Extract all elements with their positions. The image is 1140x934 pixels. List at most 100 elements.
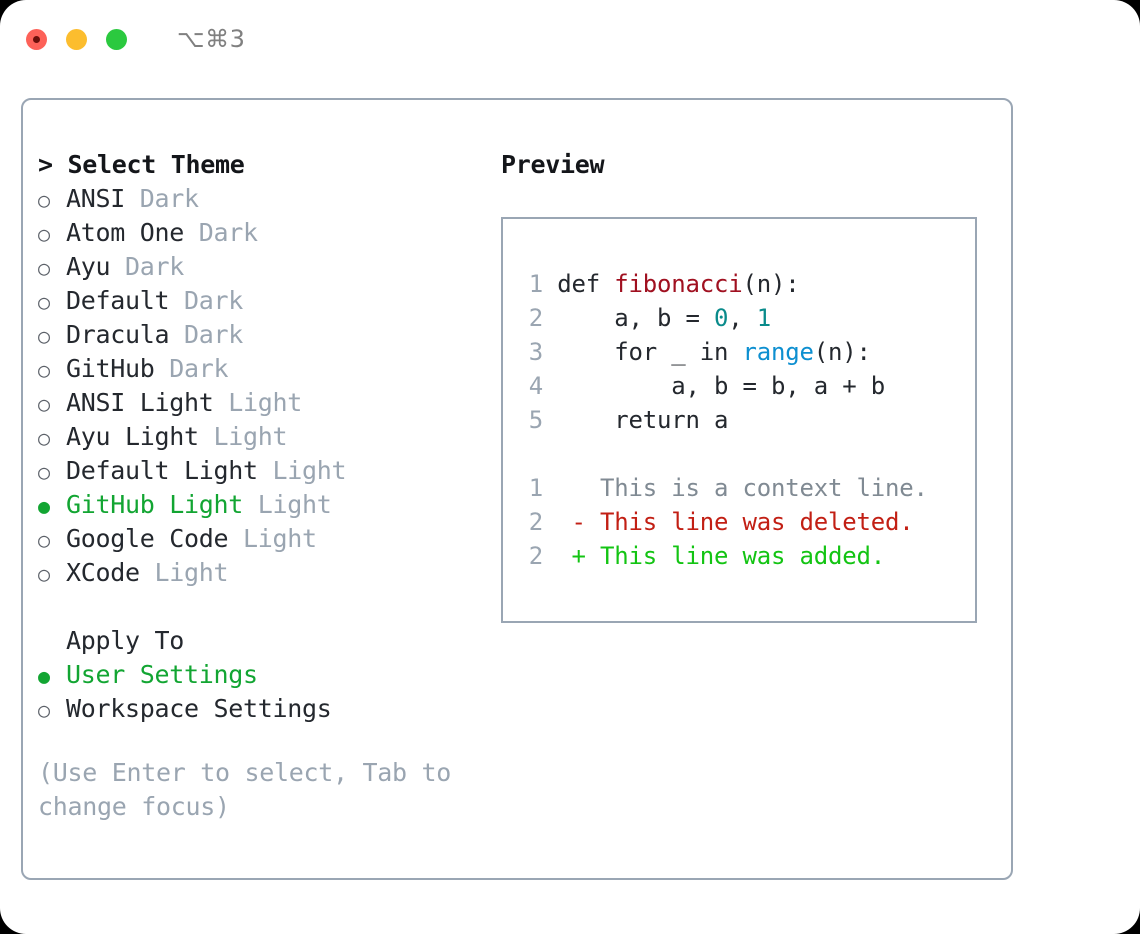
- theme-option-list: ○ANSI Dark○Atom One Dark○Ayu Dark○Defaul…: [38, 182, 498, 590]
- theme-option-kind: Light: [257, 456, 347, 485]
- code-line: 4 a, b = b, a + b: [521, 369, 975, 403]
- theme-option-label: Atom One: [66, 218, 185, 247]
- code-token: def: [557, 270, 615, 298]
- theme-option-label: Google Code: [66, 524, 229, 553]
- theme-option-label: GitHub Light: [66, 490, 244, 519]
- radio-unselected-icon: ○: [38, 426, 50, 450]
- apply-to-option-user-settings[interactable]: ● User Settings: [38, 658, 498, 692]
- code-token: 1: [756, 304, 771, 332]
- code-token: return a: [557, 406, 729, 434]
- theme-option-kind: Light: [243, 490, 332, 519]
- radio-unselected-icon: ○: [38, 528, 50, 552]
- list-spacer: [38, 590, 498, 624]
- radio-unselected-icon: ○: [38, 392, 50, 416]
- apply-to-option-label: Workspace Settings: [66, 694, 332, 723]
- apply-to-option-workspace-settings[interactable]: ○ Workspace Settings: [38, 692, 498, 726]
- radio-unselected-icon: ○: [38, 222, 50, 246]
- theme-option-github-light[interactable]: ● GitHub Light Light: [38, 488, 498, 522]
- code-line-number: 1: [528, 270, 543, 298]
- diff-line-text: + This line was added.: [543, 542, 885, 570]
- code-token: (n):: [742, 270, 800, 298]
- diff-sample: 1 This is a context line.2 - This line w…: [521, 471, 975, 573]
- radio-unselected-icon: ○: [38, 460, 50, 484]
- theme-option-default-light[interactable]: ○ Default Light Light: [38, 454, 498, 488]
- keyboard-hint-text: (Use Enter to select, Tab to change focu…: [38, 758, 452, 821]
- theme-option-kind: Light: [198, 422, 288, 451]
- theme-option-label: Default: [66, 286, 170, 315]
- code-line-number: 2: [528, 304, 543, 332]
- theme-option-kind: Dark: [184, 218, 258, 247]
- keyboard-shortcut-label: ⌥⌘3: [177, 25, 246, 53]
- code-token: (n):: [813, 338, 871, 366]
- apply-to-option-list: ● User Settings ○ Workspace Settings: [38, 658, 498, 726]
- diff-line-number: 2: [528, 508, 543, 536]
- theme-option-kind: Light: [213, 388, 303, 417]
- theme-option-default[interactable]: ○ Default Dark: [38, 284, 498, 318]
- radio-unselected-icon: ○: [38, 698, 50, 722]
- theme-option-kind: Dark: [110, 252, 185, 281]
- code-token: fibonacci: [614, 270, 743, 298]
- preview-heading: Preview: [501, 150, 605, 179]
- theme-option-ayu-light[interactable]: ○ Ayu Light Light: [38, 420, 498, 454]
- apply-to-option-label: User Settings: [66, 660, 258, 689]
- close-button-icon[interactable]: [26, 28, 47, 50]
- theme-option-kind: Light: [139, 558, 229, 587]
- theme-option-kind: Dark: [125, 184, 199, 213]
- code-token: for _ in: [557, 338, 743, 366]
- theme-option-dracula[interactable]: ○Dracula Dark: [38, 318, 498, 352]
- main-panel: > Select Theme ○ANSI Dark○Atom One Dark○…: [21, 98, 1013, 880]
- theme-option-ansi[interactable]: ○ANSI Dark: [38, 182, 498, 216]
- select-theme-heading: > Select Theme: [38, 150, 245, 179]
- window-controls: [26, 28, 127, 50]
- zoom-button-icon[interactable]: [106, 28, 127, 50]
- radio-unselected-icon: ○: [38, 562, 50, 586]
- apply-to-heading: Apply To: [66, 626, 185, 655]
- title-bar: ⌥⌘3: [0, 0, 1140, 78]
- code-token: a, b =: [557, 304, 714, 332]
- theme-option-kind: Dark: [169, 286, 244, 315]
- code-line: 5 return a: [521, 403, 975, 437]
- minimize-button-icon[interactable]: [66, 28, 87, 50]
- theme-option-kind: Light: [228, 524, 317, 553]
- radio-unselected-icon: ○: [38, 324, 50, 348]
- theme-option-ayu[interactable]: ○ Ayu Dark: [38, 250, 498, 284]
- theme-option-github[interactable]: ○ GitHub Dark: [38, 352, 498, 386]
- diff-line-deleted: 2 - This line was deleted.: [521, 505, 975, 539]
- radio-unselected-icon: ○: [38, 256, 50, 280]
- diff-line-text: - This line was deleted.: [543, 508, 914, 536]
- theme-option-label: XCode: [66, 558, 140, 587]
- theme-selector-column: > Select Theme ○ANSI Dark○Atom One Dark○…: [38, 148, 498, 824]
- theme-option-xcode[interactable]: ○ XCode Light: [38, 556, 498, 590]
- theme-option-google-code[interactable]: ○ Google Code Light: [38, 522, 498, 556]
- diff-line-number: 2: [528, 542, 543, 570]
- theme-option-label: ANSI Light: [66, 388, 214, 417]
- radio-unselected-icon: ○: [38, 290, 50, 314]
- code-line: 1 def fibonacci(n):: [521, 267, 975, 301]
- code-line-number: 5: [528, 406, 543, 434]
- theme-option-kind: Dark: [154, 354, 229, 383]
- theme-option-label: Ayu: [66, 252, 111, 281]
- theme-option-label: ANSI: [66, 184, 126, 213]
- diff-line-number: 1: [528, 474, 543, 502]
- theme-option-atom-one[interactable]: ○ Atom One Dark: [38, 216, 498, 250]
- radio-selected-icon: ●: [38, 664, 50, 688]
- code-diff-separator: [521, 437, 975, 471]
- theme-option-kind: Dark: [169, 320, 244, 349]
- diff-line-context: 1 This is a context line.: [521, 471, 975, 505]
- code-line-number: 4: [528, 372, 543, 400]
- code-token: range: [742, 338, 814, 366]
- code-line: 3 for _ in range(n):: [521, 335, 975, 369]
- radio-unselected-icon: ○: [38, 358, 50, 382]
- theme-option-ansi-light[interactable]: ○ ANSI Light Light: [38, 386, 498, 420]
- diff-line-text: This is a context line.: [543, 474, 928, 502]
- theme-option-label: Ayu Light: [66, 422, 199, 451]
- code-token: 0: [714, 304, 729, 332]
- theme-option-label: GitHub: [66, 354, 155, 383]
- theme-option-label: Default Light: [66, 456, 258, 485]
- radio-selected-icon: ●: [38, 494, 50, 518]
- diff-line-added: 2 + This line was added.: [521, 539, 975, 573]
- code-line: 2 a, b = 0, 1: [521, 301, 975, 335]
